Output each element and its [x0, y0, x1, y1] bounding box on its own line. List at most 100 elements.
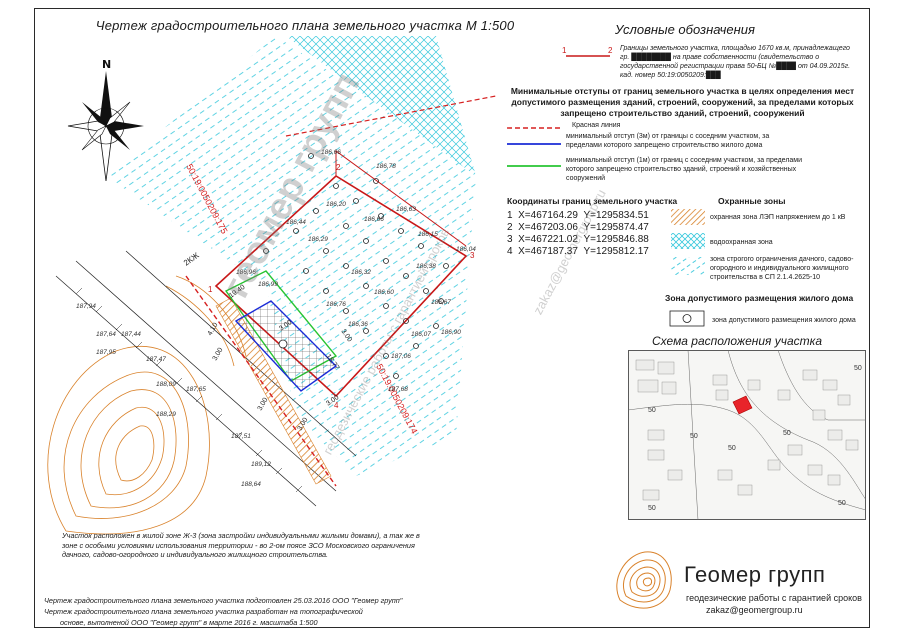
elevation: 187,06: [391, 353, 411, 360]
elevation: 187,65: [186, 386, 206, 393]
elevation-labels: 186,66 186,78 186,20 186,66 186,29 186,6…: [76, 149, 476, 488]
point-label: 2: [336, 163, 341, 172]
elevation: 187,64: [96, 331, 116, 338]
geomer-logo-mark: [616, 551, 672, 609]
restriction-zone: [106, 36, 476, 476]
site-plan: N 50:19:0050209:175 50:19:0050209:174 2К…: [47, 36, 497, 535]
water-zone-swatch: [671, 233, 705, 249]
elevation: 187,68: [388, 386, 408, 393]
footer-line: Чертеж градостроительного плана земельно…: [44, 596, 403, 605]
power-line-zone: [215, 297, 332, 485]
elevation: 186,32: [351, 269, 371, 276]
water-protection-zone: [286, 36, 476, 176]
zone-swatches: [671, 209, 705, 275]
scheme-label: 50: [854, 365, 862, 372]
elevation: 186,29: [308, 236, 328, 243]
neighbor-boundary: [335, 150, 467, 247]
road-ticks: [75, 287, 303, 493]
scheme-label: 50: [690, 433, 698, 440]
coordinate-row: 1 X=467164.29 Y=1295834.51: [507, 210, 649, 221]
setback-symbols: [507, 127, 561, 167]
elevation: 188,09: [156, 381, 176, 388]
elevation: 187,94: [76, 303, 96, 310]
point-label: 3: [470, 251, 475, 260]
elevation: 186,07: [411, 331, 431, 338]
scheme-label: 50: [783, 430, 791, 437]
point-label: 1: [208, 285, 213, 294]
elevation: 187,95: [96, 349, 116, 356]
footer-line: основе, выполненой ООО "Геомер групп" в …: [60, 618, 318, 627]
boundary-marker: 1: [562, 46, 567, 55]
allowed-zone-symbol: [669, 310, 705, 327]
footer-line: Чертеж градостроительного плана земельно…: [44, 607, 363, 616]
setback-green-label: минимальный отступ (1м) от границ с сосе…: [566, 157, 803, 182]
parcel-location-marker: [732, 395, 753, 415]
elevation: 186,04: [456, 246, 476, 253]
coordinate-row: 2 X=467203.06 Y=1295874.47: [507, 222, 649, 233]
red-line: [185, 275, 337, 487]
location-scheme: 50 50 50 50 50 50 50: [628, 350, 866, 520]
zone-label: зона строгого ограничения дачного, садов…: [710, 256, 854, 281]
allowed-zone-label: зона допустимого размещения жилого дома: [712, 317, 856, 324]
zones-title: Охранные зоны: [718, 196, 786, 206]
scheme-title: Схема расположения участка: [652, 334, 823, 348]
tree-markers: [263, 153, 449, 379]
dim-label: 4.10: [207, 322, 220, 337]
elevation: 186,60: [374, 289, 394, 296]
elevation: 186,36: [348, 321, 368, 328]
setback-blue-label: минимальный отступ (3м) от границы с сос…: [566, 133, 770, 149]
road-lines: [55, 250, 357, 507]
elevation: 189,12: [251, 461, 271, 468]
elevation: 186,78: [376, 163, 396, 170]
elevation: 188,29: [156, 411, 176, 418]
drawing-title: Чертеж градостроительного плана земельно…: [95, 18, 515, 33]
boundary-legend-symbol: 1 2: [562, 46, 613, 57]
elevation: 186,66: [321, 149, 341, 156]
elevation: 188,64: [241, 481, 261, 488]
setback-red-label: Красная линия: [572, 122, 621, 129]
restriction-zone-swatch: [671, 257, 705, 275]
elevation: 186,15: [418, 231, 438, 238]
footer-notes: Чертеж градостроительного плана земельно…: [44, 595, 464, 628]
coordinate-row: 4 X=467187.37 Y=1295812.17: [507, 246, 649, 257]
brand-tagline: геодезические работы с гарантией сроков: [686, 593, 862, 603]
zone-note: Участок расположен в жилой зоне Ж-3 (зон…: [62, 531, 420, 559]
legend-title: Условные обозначения: [615, 22, 755, 37]
elevation: 186,76: [326, 301, 346, 308]
drawing-sheet: [34, 8, 870, 628]
power-zone-swatch: [671, 209, 705, 225]
boundary-legend-text: Границы земельного участка, площадью 167…: [620, 45, 851, 79]
scheme-label: 50: [838, 500, 846, 507]
setbacks-title: Минимальные отступы от границ земельного…: [510, 86, 855, 118]
elevation: 186,90: [441, 329, 461, 336]
elevation: 186,66: [364, 216, 384, 223]
north-label: N: [102, 58, 111, 71]
dim-label: 3.00: [212, 347, 225, 362]
street-label: 2КЖ: [182, 250, 201, 267]
elevation: 186,96: [236, 269, 256, 276]
scheme-label: 50: [648, 407, 656, 414]
brand-email: zakaz@geomergroup.ru: [706, 605, 803, 615]
elevation: 186,99: [258, 281, 278, 288]
elevation: 186,38: [416, 263, 436, 270]
allowed-zone-title: Зона допустимого размещения жилого дома: [665, 293, 854, 303]
elevation: 186,63: [396, 206, 416, 213]
zone-label: водоохранная зона: [710, 239, 773, 246]
coordinate-row: 3 X=467221.02 Y=1295846.88: [507, 234, 649, 245]
coordinates-title: Координаты границ земельного участка: [507, 196, 678, 206]
elevation: 187,51: [231, 433, 251, 440]
dim-label: 3.00: [257, 397, 270, 412]
elevation: 186,67: [431, 299, 451, 306]
elevation: 186,20: [326, 201, 346, 208]
point-label: 4: [334, 401, 339, 410]
elevation: 187,44: [121, 331, 141, 338]
house-marker: [278, 339, 288, 349]
zone-label: охранная зона ЛЭП напряжением до 1 кВ: [710, 214, 846, 221]
elevation: 186,44: [286, 219, 306, 226]
scheme-label: 50: [648, 505, 656, 512]
north-arrow: N: [67, 58, 144, 182]
red-line-2: [285, 95, 497, 137]
contour-lines: [47, 275, 247, 535]
brand-name: Геомер групп: [684, 562, 826, 587]
scheme-label: 50: [728, 445, 736, 452]
